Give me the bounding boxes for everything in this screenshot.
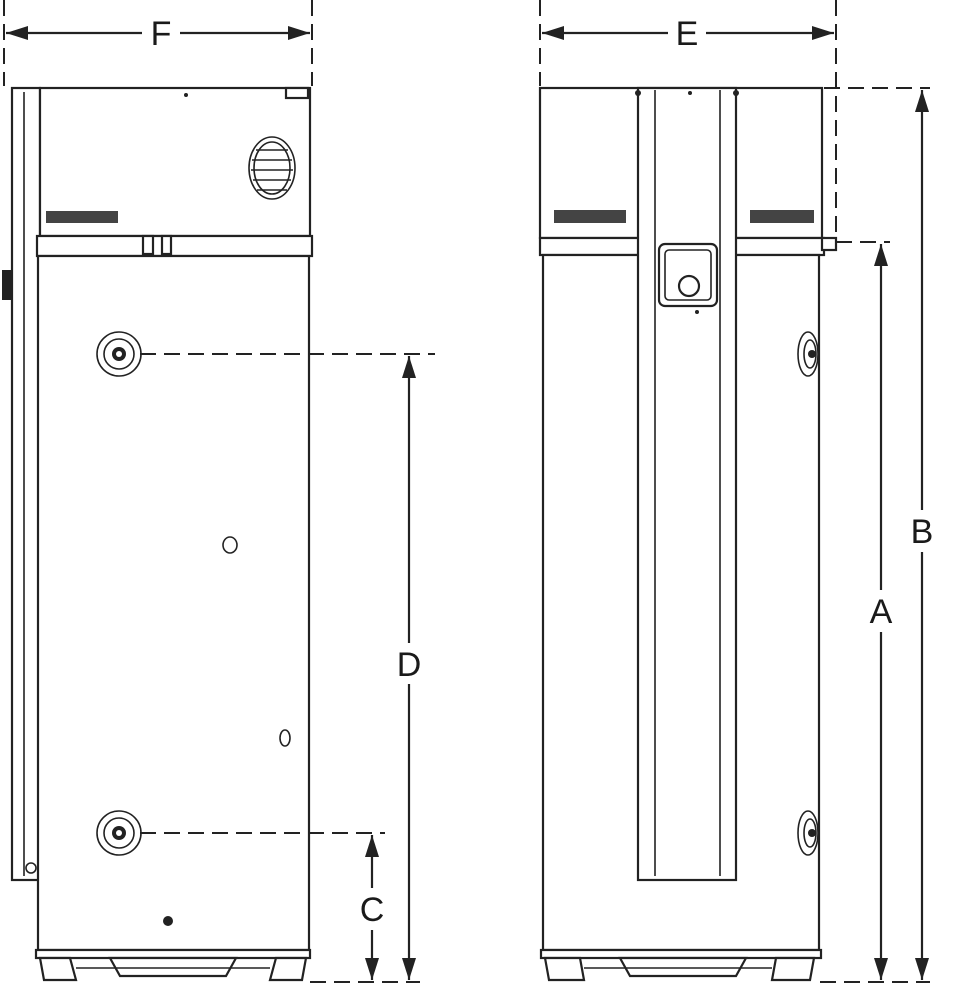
front-base	[539, 948, 823, 982]
dimension-label-a: A	[870, 593, 893, 631]
dimension-c	[365, 835, 379, 980]
fan-grille-icon	[248, 136, 296, 200]
side-collar-band	[35, 234, 314, 258]
upper-connection-icon	[96, 331, 142, 377]
dimension-label-b: B	[911, 513, 934, 551]
drain-dot	[163, 916, 173, 926]
rear-bolt	[25, 862, 37, 874]
dimension-label-c: C	[360, 891, 385, 929]
front-vent-grille-right	[750, 210, 814, 223]
side-vent-grille	[46, 211, 118, 223]
dimension-label-e: E	[676, 15, 699, 53]
dimension-label-f: F	[151, 15, 172, 53]
power-knob-icon	[677, 274, 701, 298]
front-view	[538, 86, 838, 982]
sensor-port-lower-icon	[279, 729, 291, 747]
side-tank-body	[36, 254, 311, 952]
extension-lines	[3, 0, 930, 983]
rear-handle	[2, 270, 11, 300]
control-panel	[657, 242, 719, 314]
dimension-b	[915, 90, 929, 980]
dimension-label-d: D	[397, 646, 422, 684]
dimension-d	[402, 356, 416, 980]
side-view	[2, 86, 314, 982]
front-lower-fitting-icon	[797, 810, 819, 856]
control-column	[636, 86, 738, 882]
front-upper-fitting-icon	[797, 331, 819, 377]
sensor-port-icon	[222, 536, 238, 554]
side-base	[34, 948, 312, 982]
dimension-f	[6, 26, 310, 40]
rear-rail	[10, 86, 42, 882]
dimension-a	[874, 244, 888, 980]
front-vent-grille-left	[554, 210, 626, 223]
lower-connection-icon	[96, 810, 142, 856]
dimension-e	[542, 26, 834, 40]
